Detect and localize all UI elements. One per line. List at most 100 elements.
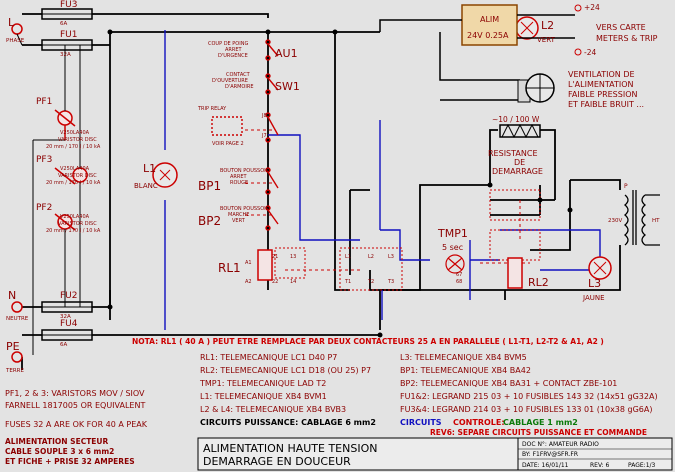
bom-right-0: L3: TELEMECANIQUE XB4 BVM5 (400, 353, 527, 362)
terminal-minus24 (574, 48, 582, 56)
title-line1: ALIMENTATION HAUTE TENSION (203, 442, 377, 455)
label-pf2-l3: 20 mm / 170 J / 10 kA (46, 228, 101, 234)
label-res-l1: RESISTANCE (488, 149, 538, 158)
doc-number: DOC N°: AMATEUR RADIO (522, 441, 599, 448)
label-sw1: SW1 (275, 80, 300, 93)
fuse-fu1 (41, 39, 93, 51)
label-bp2-l3: VERT (232, 218, 246, 224)
bom-left-0: RL1: TELEMECANIQUE LC1 D40 P7 (200, 353, 337, 362)
label-fu2: FU2 (60, 291, 78, 301)
label-l2: L2 (541, 19, 554, 32)
label-au1: AU1 (275, 47, 298, 60)
note-rl1: NOTA: RL1 ( 40 A ) PEUT ETRE REMPLACE PA… (132, 337, 604, 346)
label-tr-230: 230V (608, 218, 622, 224)
junction-dots (107, 29, 573, 338)
label-sw1-l1: CONTACT (226, 72, 251, 78)
label-fu4: FU4 (60, 319, 78, 329)
label-fan-l3: FAIBLE PRESSION (568, 90, 637, 99)
label-l1-color: BLANC (134, 182, 158, 190)
control-wiring (164, 30, 601, 330)
bom-right-1: BP1: TELEMECANIQUE XB4 BA42 (400, 366, 531, 375)
label-phase: PHASE (6, 38, 25, 44)
rev-note: REV6: SEPARE CIRCUITS PUISSANCE ET COMMA… (430, 428, 647, 437)
label-trip-page: VOIR PAGE 2 (212, 141, 244, 147)
label-pf1-l2: VARISTOR DISC (58, 137, 97, 143)
label-pe: PE (6, 340, 20, 353)
label-pf3-l3: 20 mm / 170 J / 10 kA (46, 180, 101, 186)
label-alim-dest1: VERS CARTE (596, 23, 646, 32)
label-fan-l4: ET FAIBLE BRUIT ... (568, 100, 644, 109)
bom-left-2: TMP1: TELEMECANIQUE LAD T2 (199, 379, 326, 388)
doc-date: DATE: 16/01/11 (522, 462, 569, 469)
label-sw1-l3: D'ARMOIRE (225, 84, 253, 90)
fan-icon (517, 73, 555, 103)
label-neutre: NEUTRE (6, 316, 29, 322)
bom-left-3: L1: TELEMECANIQUE XB4 BVM1 (200, 392, 327, 401)
power-wiring (21, 13, 621, 370)
label-alim-dest2: METERS & TRIP (596, 34, 658, 43)
label-fan-l1: VENTILATION DE (568, 70, 635, 79)
label-fu4-rating: 6A (60, 342, 67, 348)
label-c-l2: L2 (368, 254, 374, 260)
title-line2: DEMARRAGE EN DOUCEUR (203, 455, 351, 468)
label-rl1: RL1 (218, 261, 241, 275)
label-l2-color: VERT (537, 36, 556, 44)
varistor-pf2 (54, 213, 76, 231)
label-res-l3: DEMARRAGE (492, 167, 543, 176)
switch-bp1 (265, 167, 279, 195)
labels: L PHASE N NEUTRE PE TERRE FU3 6A FU1 32A… (5, 0, 660, 466)
switch-sw1 (265, 73, 279, 95)
label-pf3-l2: VARISTOR DISC (58, 173, 97, 179)
fuse-fu4 (41, 329, 93, 341)
varistor-leads (32, 45, 81, 355)
label-pf1-l3: 20 mm / 170 J / 10 kA (46, 144, 101, 150)
label-bp1-l1: BOUTON POUSSOIR (220, 168, 270, 174)
label-fu3-rating: 6A (60, 21, 67, 27)
label-l3: L3 (588, 277, 601, 290)
label-pf3: PF3 (36, 155, 52, 165)
label-fu1: FU1 (60, 30, 78, 40)
label-terre: TERRE (5, 368, 24, 374)
label-pf1-l1: V250LA40A (60, 130, 90, 136)
label-trip: TRIP RELAY (197, 106, 227, 112)
label-au1-l3: D'URGENCE (218, 53, 248, 59)
terminal-plus24 (574, 4, 582, 12)
label-au1-l2: ARRET (225, 47, 243, 53)
terminal-l (11, 23, 23, 46)
side-note-3: FUSES 32 A ARE OK FOR 40 A PEAK (5, 420, 148, 429)
label-c14: 14 (290, 279, 296, 285)
label-bp2-l1: BOUTON POUSSOIR (220, 206, 270, 212)
label-au1-l1: COUP DE POING (208, 41, 248, 47)
label-c13: 13 (290, 254, 296, 260)
circuits-cablage: CABLAGE 1 mm2 (503, 418, 578, 427)
side-note-4: ALIMENTATION SECTEUR (5, 437, 109, 446)
lamp-l1 (152, 162, 178, 188)
label-c68: 68 (456, 279, 462, 285)
side-note-1: PF1, 2 & 3: VARISTORS MOV / SIOV (5, 389, 145, 398)
rl1-coil (257, 249, 273, 281)
lamp-l2 (515, 16, 539, 40)
label-bp2-l2: MARCHE (228, 212, 249, 218)
label-tr-ht: HT (652, 218, 660, 224)
label-sw1-l2: D'OUVERTURE (212, 78, 248, 84)
label-minus24: -24 (584, 48, 596, 57)
fuse-fu2 (41, 301, 93, 313)
label-j8: J8 (261, 113, 267, 119)
label-pf1: PF1 (36, 97, 52, 107)
label-pf3-l1: V250LA40A (60, 166, 90, 172)
rl1-contacts (274, 247, 403, 291)
rl2-coil (507, 257, 523, 289)
label-tmp1-time: 5 sec (442, 243, 463, 252)
label-l1: L1 (143, 162, 156, 175)
power-supply-alim (461, 4, 518, 46)
label-c-t2: T2 (367, 279, 374, 285)
circuits-puissance: CIRCUITS PUISSANCE: CABLAGE 6 mm2 (200, 418, 376, 427)
label-l3-color: JAUNE (582, 294, 605, 302)
label-c-l3: L3 (388, 254, 394, 260)
label-c21: 21 (272, 254, 278, 260)
bom-right-3: FU1&2: LEGRAND 215 03 + 10 FUSIBLES 143 … (400, 392, 658, 401)
label-fu1-rating: 32A (60, 52, 71, 58)
doc-rev: REV: 6 (590, 462, 610, 469)
